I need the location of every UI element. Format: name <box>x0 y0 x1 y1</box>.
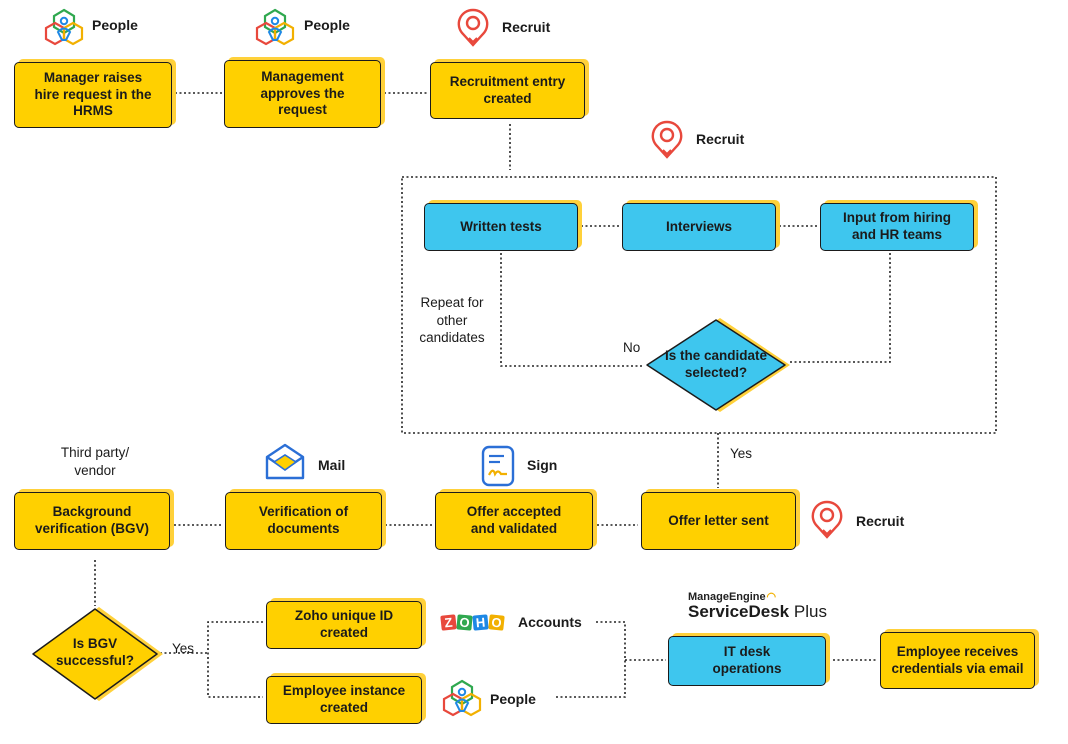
zoho-logo-icon: Z O H O <box>440 614 505 631</box>
me-product: ServiceDesk <box>688 602 790 621</box>
third-party-label: Third party/ vendor <box>60 445 130 478</box>
me-brand: ManageEngine <box>688 591 766 603</box>
edge-label-no: No <box>623 340 641 355</box>
app-label-accounts: Accounts <box>518 614 582 630</box>
step-hire-request: Manager raises hire request in the HRMS <box>14 62 172 128</box>
app-label-recruit: Recruit <box>502 19 551 35</box>
decision-candidate-selected: Is the candidate selected? <box>664 348 768 380</box>
edge-label-repeat: Repeat for other candidates <box>419 295 485 346</box>
me-plus: Plus <box>793 602 827 621</box>
step-management-approves: Management approves the request <box>224 60 381 128</box>
app-label-recruit: Recruit <box>856 513 905 529</box>
app-label-mail: Mail <box>318 457 346 473</box>
people-icon <box>255 8 295 46</box>
decision-bgv-successful: Is BGV successful? <box>55 636 135 668</box>
step-recruitment-entry: Recruitment entry created <box>430 62 585 119</box>
sign-icon <box>481 445 515 487</box>
recruit-icon <box>811 500 843 539</box>
step-employee-instance: Employee instance created <box>266 676 422 724</box>
recruit-icon <box>457 8 489 47</box>
decision-candidate-selected-shape <box>646 318 790 412</box>
step-offer-accepted: Offer accepted and validated <box>435 492 593 550</box>
step-zoho-unique-id: Zoho unique ID created <box>266 601 422 649</box>
step-input-teams: Input from hiring and HR teams <box>820 203 974 251</box>
app-label-people: People <box>490 691 536 707</box>
app-label-sign: Sign <box>527 457 558 473</box>
manageengine-logo: ManageEngine ◠ ServiceDesk Plus <box>688 591 827 621</box>
recruit-icon <box>651 120 683 159</box>
app-label-people: People <box>304 17 350 33</box>
step-interviews: Interviews <box>622 203 776 251</box>
decision-bgv-shape <box>32 607 163 701</box>
people-icon <box>442 679 482 717</box>
step-credentials: Employee receives credentials via email <box>880 632 1035 689</box>
app-label-people: People <box>92 17 138 33</box>
step-verification: Verification of documents <box>225 492 382 550</box>
step-offer-letter-sent: Offer letter sent <box>641 492 796 550</box>
step-bgv: Background verification (BGV) <box>14 492 170 550</box>
edge-label-yes: Yes <box>172 641 195 656</box>
edge-label-yes: Yes <box>730 446 753 461</box>
people-icon <box>44 8 84 46</box>
mail-icon <box>265 443 305 480</box>
step-written-tests: Written tests <box>424 203 578 251</box>
step-it-desk: IT desk operations <box>668 636 826 686</box>
app-label-recruit: Recruit <box>696 131 745 147</box>
